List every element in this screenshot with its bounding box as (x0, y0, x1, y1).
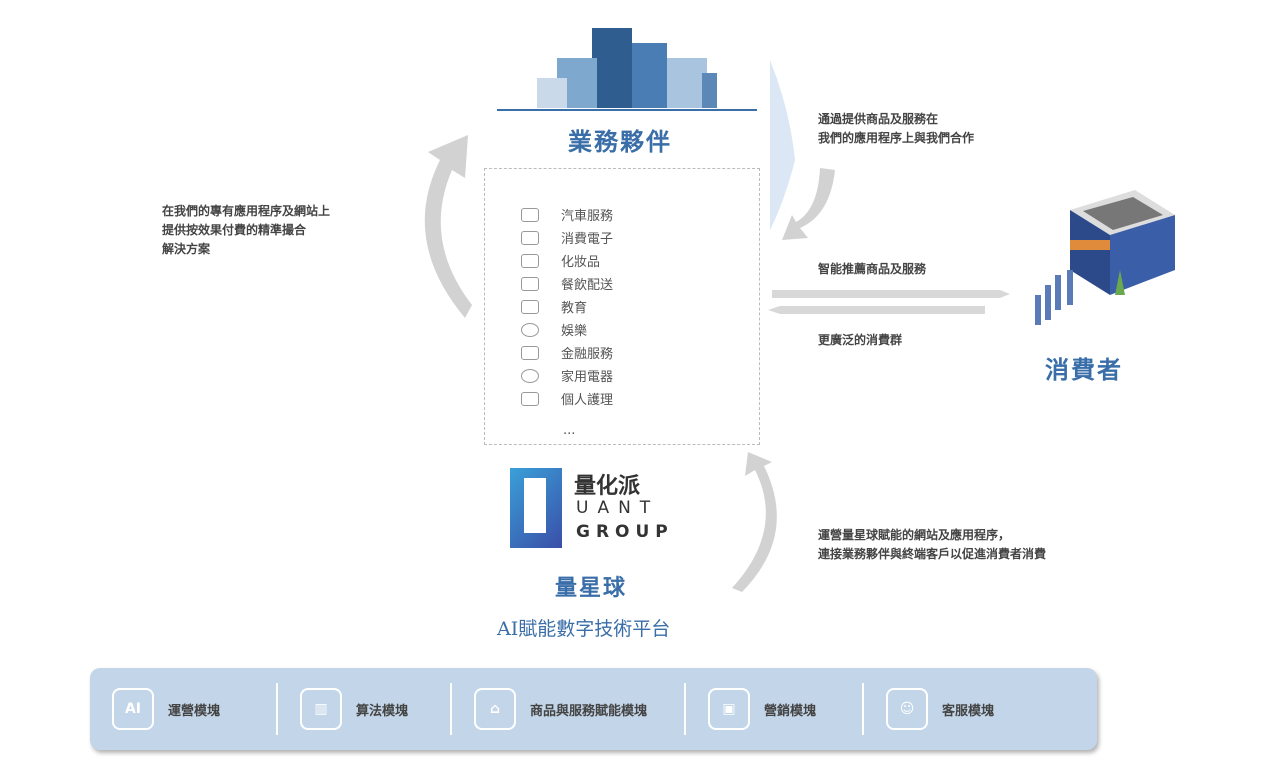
category-label: 餐飲配送 (561, 278, 614, 293)
module-algorithm: ▥算法模塊 (278, 668, 450, 750)
divider (276, 683, 278, 735)
people-icon: ☺ (886, 688, 928, 730)
category-label: 化妝品 (561, 255, 601, 270)
more-indicator: ... (563, 423, 576, 438)
house-icon: ⌂ (474, 688, 516, 730)
bottom-right-note: 運營量星球賦能的網站及應用程序，連接業務夥伴與終端客戶以促進消費者消費 (818, 528, 1047, 561)
store-illustration (1025, 185, 1180, 335)
quant-group-logo: 量化派 UANT GROUP (510, 468, 680, 553)
laptop-icon (521, 230, 539, 245)
category-label: 汽車服務 (561, 209, 614, 224)
top-right-curved-arrow (782, 168, 835, 240)
category-label: 娛樂 (561, 324, 588, 339)
category-label: 消費電子 (561, 232, 614, 247)
food-delivery-icon (521, 276, 539, 291)
car-icon (521, 207, 539, 222)
category-item: 金融服務 (521, 343, 613, 362)
recommend-label: 智能推薦商品及服務 (818, 262, 927, 276)
office-building-illustration (497, 18, 757, 112)
category-item: 娛樂 (521, 320, 587, 339)
category-item: 個人護理 (521, 389, 613, 408)
left-curved-arrow (424, 135, 472, 318)
flowchart-icon: ▣ (708, 688, 750, 730)
personal-care-icon (521, 391, 539, 406)
platform-name: 量星球 (555, 575, 628, 601)
category-item: 汽車服務 (521, 205, 613, 224)
left-note: 在我們的專有應用程序及網站上提供按效果付費的精準撮合解決方案 (162, 204, 331, 256)
divider (862, 683, 864, 735)
partner-title: 業務夥伴 (568, 127, 672, 156)
category-item: 化妝品 (521, 251, 600, 270)
left-arrow-line (768, 306, 985, 314)
category-item: 餐飲配送 (521, 274, 613, 293)
module-marketing: ▣營銷模塊 (686, 668, 862, 750)
platform-subtitle: AI賦能數字技術平台 (497, 618, 671, 640)
cosmetics-icon (521, 253, 539, 268)
top-right-note: 通過提供商品及服務在我們的應用程序上與我們合作 (818, 112, 975, 145)
blue-chevron (770, 60, 795, 230)
module-goods-services: ⌂商品與服務賦能模塊 (452, 668, 684, 750)
ai-head-icon: AI (112, 688, 154, 730)
category-label: 教育 (561, 301, 588, 316)
partner-category-box: 汽車服務 消費電子 化妝品 餐飲配送 教育 娛樂 金融服務 家用電器 個人護理 … (484, 168, 760, 445)
wallet-icon (521, 345, 539, 360)
category-item: 消費電子 (521, 228, 613, 247)
category-label: 家用電器 (561, 370, 614, 385)
chart-icon: ▥ (300, 688, 342, 730)
appliance-icon (521, 368, 539, 383)
consumer-title: 消費者 (1045, 355, 1123, 384)
category-label: 個人護理 (561, 393, 614, 408)
divider (450, 683, 452, 735)
smile-icon (521, 322, 539, 337)
module-customer-service: ☺客服模塊 (864, 668, 1016, 750)
right-arrow-line (772, 290, 1010, 298)
divider (684, 683, 686, 735)
category-item: 家用電器 (521, 366, 613, 385)
category-item: 教育 (521, 297, 587, 316)
bottom-right-curved-arrow (732, 452, 777, 592)
broader-consumer-label: 更廣泛的消費群 (818, 333, 903, 347)
book-icon (521, 299, 539, 314)
category-label: 金融服務 (561, 347, 614, 362)
